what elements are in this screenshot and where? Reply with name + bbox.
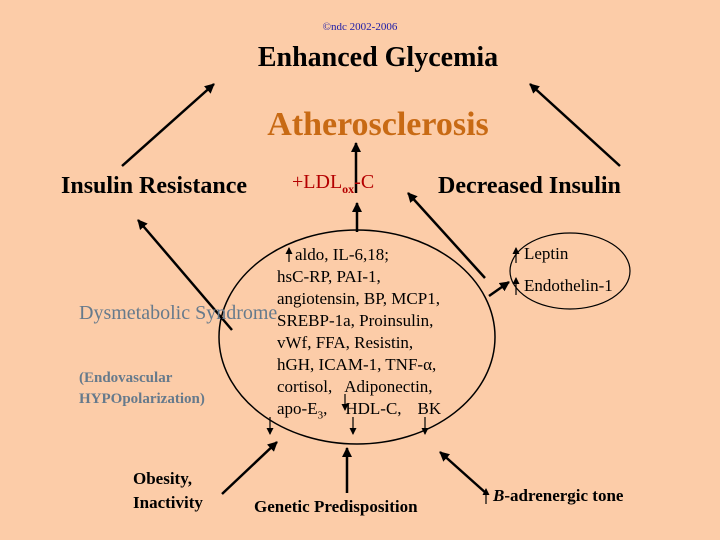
factor-line: hsC-RP, PAI-1, <box>277 267 381 286</box>
arrow-adrenergic-to-ellipse <box>439 451 488 495</box>
dysmetabolic-syndrome-label: Dysmetabolic Syndrome <box>79 302 278 324</box>
endothelin-label: Endothelin-1 <box>524 276 613 295</box>
factor-line: hGH, ICAM-1, TNF-α, <box>277 355 437 374</box>
inactivity-line: Inactivity <box>133 493 203 512</box>
adrenergic-tone-label: B-adrenergic tone <box>493 486 623 506</box>
factor-line: cortisol, Adiponectin, <box>277 376 441 398</box>
factor-hdl: HDL-C, <box>345 399 402 418</box>
leptin-label: Leptin <box>524 244 569 263</box>
obesity-inactivity-label: Obesity, Inactivity <box>133 467 203 515</box>
copyright-text: ©ndc 2002-2006 <box>322 21 398 33</box>
endovascular-label: (Endovascular HYPOpolarization) <box>79 370 205 407</box>
leptin-ellipse <box>509 232 631 310</box>
factor-comma: , <box>323 399 328 418</box>
ldl-label: +LDLox-C <box>292 171 374 197</box>
obesity-line: Obesity, <box>133 469 193 488</box>
factor-line: vWf, FFA, Resistin, <box>277 333 414 352</box>
factor-apoe: apo-E <box>277 399 318 418</box>
arrow-ellipse-to-endothelin <box>488 280 510 298</box>
ldl-suffix: -C <box>354 171 375 193</box>
factor-adiponectin: Adiponectin, <box>344 377 433 396</box>
factor-line: SREBP-1a, Proinsulin, <box>277 311 434 330</box>
center-factor-list: aldo, IL-6,18; hsC-RP, PAI-1, angiotensi… <box>277 244 441 426</box>
atherosclerosis-label: Atherosclerosis <box>267 106 489 143</box>
factor-line: angiotensin, BP, MCP1, <box>277 289 440 308</box>
factor-cortisol: cortisol, <box>277 377 333 396</box>
adrenergic-b: B <box>493 486 505 505</box>
genetic-predisposition-label: Genetic Predisposition <box>254 497 418 516</box>
arrow-ir-to-glycemia <box>121 83 215 167</box>
arrow-di-to-glycemia <box>529 83 621 167</box>
diagram-title: Enhanced Glycemia <box>257 42 499 73</box>
ldl-sub: ox <box>342 182 355 196</box>
ldl-prefix: +LDL <box>292 171 343 193</box>
factor-line: apo-E3, HDL-C, BK <box>277 398 441 426</box>
arrow-dysmetabolic-to-ir <box>137 219 233 331</box>
factor-apoe-sub: 3 <box>317 409 324 422</box>
arrow-to-decreased-insulin <box>407 192 486 279</box>
adrenergic-rest: -adrenergic tone <box>504 486 624 505</box>
decreased-insulin-label: Decreased Insulin <box>438 173 621 199</box>
factor-line: aldo, IL-6,18; <box>295 245 389 264</box>
factor-bk: BK <box>417 399 442 418</box>
arrow-obesity-to-ellipse <box>221 441 278 495</box>
insulin-resistance-label: Insulin Resistance <box>61 173 248 199</box>
